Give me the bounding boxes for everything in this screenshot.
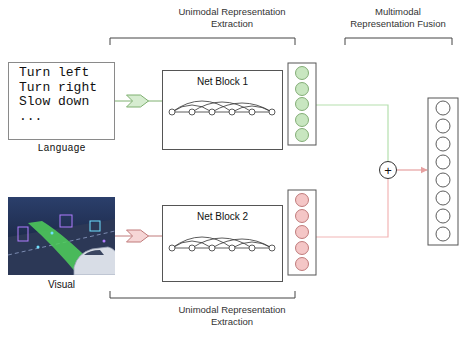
node-text: + [384, 164, 392, 177]
output-line [397, 169, 427, 170]
vector-cell [296, 67, 309, 80]
image-panel: Visual [8, 197, 115, 275]
sensor-dot [103, 240, 106, 243]
bracket [345, 38, 452, 45]
sum-node: + [379, 161, 397, 179]
node-caption: Language [9, 143, 114, 155]
text-group: Turn leftTurn rightSlow down... [9, 63, 97, 124]
net-graph [172, 101, 272, 248]
graph-node [169, 245, 175, 251]
sensor-dot [51, 232, 54, 235]
fused-vector [428, 98, 458, 245]
graph-node [189, 109, 195, 115]
vector-cell [436, 227, 450, 241]
vector-cell [436, 101, 450, 115]
graph-node [169, 109, 175, 115]
vector-cell [296, 83, 309, 96]
node-text: Slow down [19, 95, 97, 110]
graph-node [269, 245, 275, 251]
car [74, 247, 115, 275]
feature-vector [288, 190, 316, 275]
vector-cell [436, 191, 450, 205]
vector-cell [436, 137, 450, 151]
node-text: Turn right [19, 81, 97, 96]
vector-cell [296, 210, 309, 223]
graph-edge [212, 103, 272, 112]
bracket [110, 38, 295, 45]
sensor-dot [37, 246, 40, 249]
node-text: Net Block 2 [197, 211, 248, 223]
graph-node [229, 245, 235, 251]
section-label: Unimodal Representation Extraction [167, 6, 297, 30]
node-text: Turn left [19, 66, 97, 81]
caption-group: Visual [8, 279, 115, 291]
graph-node [229, 109, 235, 115]
text-group: + [384, 164, 392, 177]
vector-cell [296, 114, 309, 127]
graph-node [189, 245, 195, 251]
fusion-line [316, 179, 388, 237]
detect-box [60, 215, 72, 227]
vector-cell [296, 242, 309, 255]
graph-node [209, 245, 215, 251]
connector-group [115, 95, 162, 107]
node-text: ... [19, 110, 97, 125]
feature-vector [288, 63, 316, 145]
vector-cell [436, 173, 450, 187]
vector-cell [296, 226, 309, 239]
car-window [84, 250, 104, 255]
section-label: Multimodal Representation Fusion [343, 6, 453, 30]
graph-node [249, 109, 255, 115]
detect-box [90, 221, 100, 231]
graph-node [209, 109, 215, 115]
caption-group: Language [9, 143, 114, 155]
node-text: Net Block 1 [197, 76, 248, 88]
net-block: Net Block 2 [162, 205, 283, 282]
graph-node [249, 245, 255, 251]
bracket [110, 291, 295, 298]
chevron-arrow [127, 95, 149, 107]
fusion-line [316, 105, 388, 161]
section-label: Unimodal Representation Extraction [167, 304, 297, 328]
net-block: Net Block 1 [162, 70, 283, 150]
vector-cell [436, 119, 450, 133]
scene-image [8, 197, 115, 275]
vector-cell [436, 209, 450, 223]
graph-edge [172, 112, 272, 113]
vector-cell [296, 129, 309, 142]
graph-edge [172, 248, 272, 249]
connector-group [115, 230, 162, 242]
detect-box [18, 227, 28, 241]
text-group: Net Block 1 [197, 71, 248, 88]
text-box: Turn leftTurn rightSlow down...Language [8, 62, 115, 140]
vector-cell [436, 155, 450, 169]
vector-cell [296, 98, 309, 111]
vector-cell [296, 258, 309, 271]
vector-cell [296, 194, 309, 207]
graph-node [269, 109, 275, 115]
graph-edge [212, 239, 272, 248]
net-graph-nodes [169, 109, 275, 251]
text-group: Net Block 2 [197, 206, 248, 223]
node-caption: Visual [8, 279, 115, 291]
chevron-arrow [127, 230, 149, 242]
